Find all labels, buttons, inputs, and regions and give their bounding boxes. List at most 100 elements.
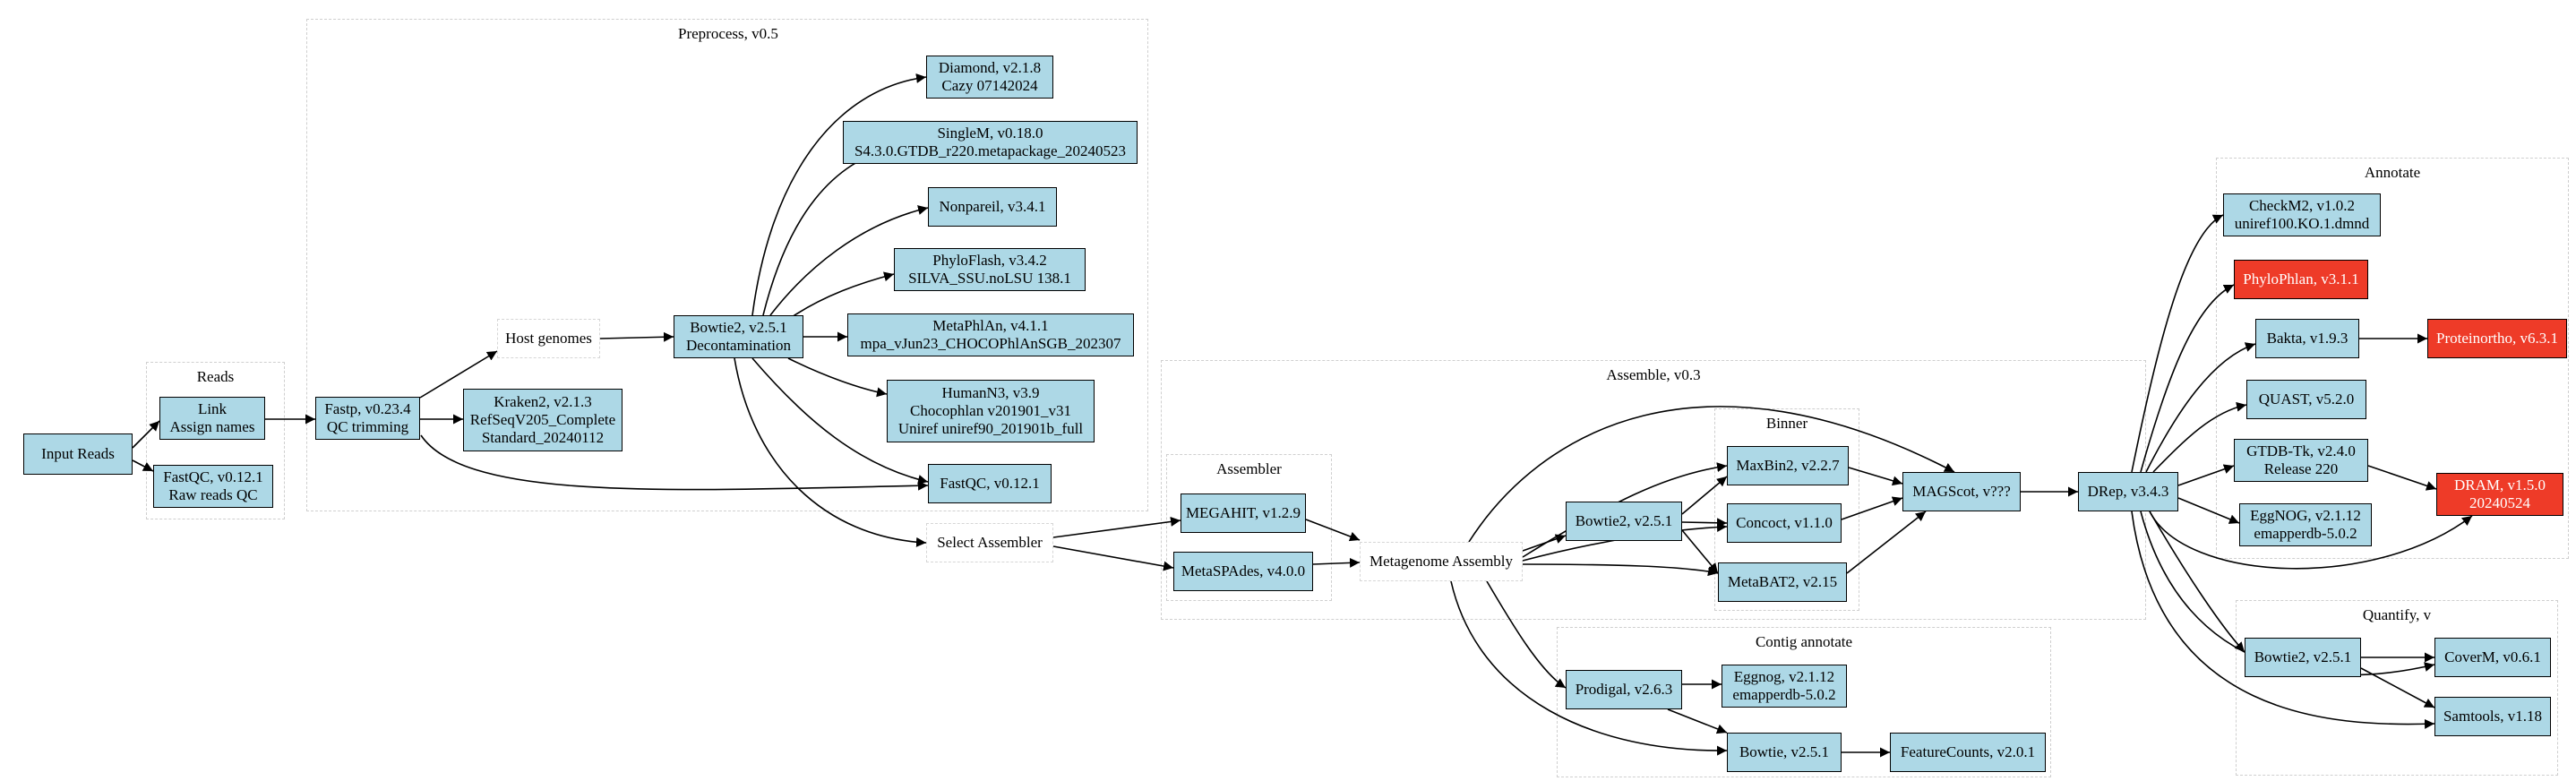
metaspades-node[interactable]: MetaSPAdes, v4.0.0 [1173,552,1313,591]
cluster-quantify-title: Quantify, v [2362,606,2432,623]
edge-drep-checkm2 [2131,214,2224,473]
select-assembler-node[interactable]: Select Assembler [926,523,1053,562]
metabat2-node[interactable]: MetaBAT2, v2.15 [1718,562,1847,602]
node-label-line: Nonpareil, v3.4.1 [939,198,1046,215]
node-label-line: QUAST, v5.2.0 [2258,390,2355,408]
node-label-line: Proteinortho, v6.3.1 [2436,330,2558,347]
coverm-node[interactable]: CoverM, v0.6.1 [2434,638,2551,677]
cluster-reads: Reads [146,362,285,519]
bowtie-contig-node[interactable]: Bowtie, v2.5.1 [1727,733,1842,772]
edge-input-fastqc [132,459,154,472]
node-label-line: Chocophlan v201901_v31 [910,402,1071,419]
edge-maxbin2-magscot [1848,467,1903,486]
featurecounts-node[interactable]: FeatureCounts, v2.0.1 [1890,733,2046,772]
cluster-assemble-title: Assemble, v0.3 [1606,366,1701,383]
node-label-line: QC trimming [326,418,409,435]
node-label-line: MAGScot, v??? [1912,483,2011,500]
edge-host-bowtie2 [599,331,674,342]
node-label-line: Fastp, v0.23.4 [324,400,411,417]
nonpareil-node[interactable]: Nonpareil, v3.4.1 [928,187,1057,227]
edge-gtdbtk-dram [2367,465,2437,491]
edge-drep-dram [2149,511,2473,570]
node-label-line: emapperdb-5.0.2 [1732,686,1836,703]
cluster-contig-annotate-title: Contig annotate [1755,633,1853,650]
cluster-assembler: Assembler [1166,454,1332,601]
edge-drep-samtools [2131,511,2435,729]
edge-fastp-host [419,350,498,399]
node-label-line: Uniref uniref90_201901b_full [897,420,1084,437]
cluster-preprocess: Preprocess, v0.5 [306,19,1148,511]
prodigal-node[interactable]: Prodigal, v2.6.3 [1566,670,1682,709]
input-reads-node[interactable]: Input Reads [23,433,133,475]
edge-metaspades-assembly [1312,557,1361,568]
cluster-binner-title: Binner [1765,415,1808,432]
node-label-line: Kraken2, v2.1.3 [494,393,592,410]
phylophlan-node[interactable]: PhyloPhlan, v3.1.1 [2234,260,2368,299]
edge-assembly-metabat2 [1522,563,1719,577]
bowtie2-binner-node[interactable]: Bowtie2, v2.5.1 [1566,502,1682,541]
drep-node[interactable]: DRep, v3.4.3 [2078,472,2178,511]
edge-bowtie2-diamond [751,73,927,316]
node-label-line: PhyloPhlan, v3.1.1 [2243,270,2359,288]
node-label-line: Decontamination [685,337,792,354]
concoct-node[interactable]: Concoct, v1.1.0 [1727,503,1842,543]
edge-prodigal-bowtie [1667,708,1728,734]
cluster-binner: Binner [1714,408,1859,611]
edge-fastp-fastqc [420,434,929,491]
megahit-node[interactable]: MEGAHIT, v1.2.9 [1181,493,1306,533]
node-label-line: Bowtie, v2.5.1 [1739,743,1830,760]
fastqc-preprocess-node[interactable]: FastQC, v0.12.1 [928,464,1052,503]
edge-select-metaspades [1052,545,1174,571]
node-label-line: MetaBAT2, v2.15 [1727,573,1838,590]
node-label-line: Link [197,400,228,417]
proteinortho-node[interactable]: Proteinortho, v6.3.1 [2427,319,2567,358]
samtools-node[interactable]: Samtools, v1.18 [2434,697,2551,736]
node-label-line: Host genomes [505,330,592,347]
host-genomes-node[interactable]: Host genomes [497,319,600,358]
node-label-line: Input Reads [41,445,115,462]
node-label-line: PhyloFlash, v3.4.2 [932,252,1047,269]
quast-node[interactable]: QUAST, v5.2.0 [2246,380,2366,419]
edge-select-megahit [1052,517,1181,538]
edge-input-link [132,420,160,449]
node-label-line: SILVA_SSU.noLSU 138.1 [908,270,1071,287]
node-label-line: MEGAHIT, v1.2.9 [1185,504,1301,521]
node-label-line: RefSeqV205_Complete [469,411,616,428]
node-label-line: uniref100.KO.1.dmnd [2234,215,2370,232]
node-label-line: MetaSPAdes, v4.0.0 [1181,562,1306,579]
node-label-line: Select Assembler [937,534,1043,551]
edge-assembly-magscot [1468,406,1955,543]
cluster-annotate-title: Annotate [2364,164,2421,181]
magscot-node[interactable]: MAGScot, v??? [1902,472,2021,511]
node-label-line: HumanN3, v3.9 [941,384,1040,401]
bakta-node[interactable]: Bakta, v1.9.3 [2255,319,2359,358]
node-label-line: Cazy 07142024 [941,77,1038,94]
edge-bowtie2-singlem [762,144,897,316]
edge-bowtie2-humann [787,357,888,398]
node-label-line: Concoct, v1.1.0 [1736,514,1833,531]
metagenome-assembly-node[interactable]: Metagenome Assembly [1360,542,1523,581]
bowtie2-quantify-node[interactable]: Bowtie2, v2.5.1 [2245,638,2361,677]
node-label-line: Prodigal, v2.6.3 [1575,681,1673,698]
node-label-line: Samtools, v1.18 [2443,708,2543,725]
edge-drep-quast [2152,401,2247,473]
edge-bowtie2-maxbin2 [1681,476,1728,515]
maxbin2-node[interactable]: MaxBin2, v2.2.7 [1727,446,1849,485]
